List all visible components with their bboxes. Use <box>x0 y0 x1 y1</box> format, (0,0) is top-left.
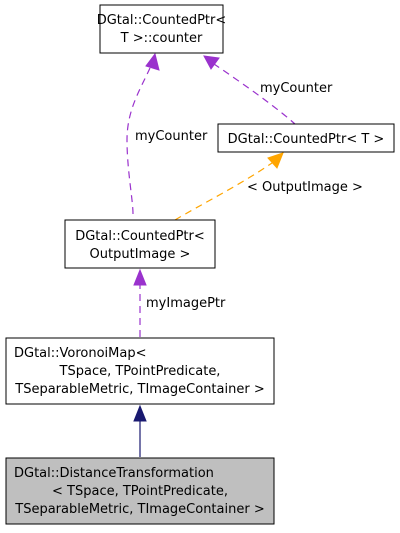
edge-myimageptr <box>133 268 147 337</box>
node-countedptr-outputimage-line-2: OutputImage > <box>90 247 191 262</box>
edge-inheritance-arrowhead <box>133 404 147 422</box>
node-distancetransformation[interactable]: DGtal::DistanceTransformation < TSpace, … <box>5 457 275 525</box>
edge-mycounter-to-counter <box>126 52 160 215</box>
node-countedptr-outputimage[interactable]: DGtal::CountedPtr< OutputImage > <box>64 219 216 269</box>
node-countedptr-outputimage-line-1: DGtal::CountedPtr< <box>75 229 205 244</box>
edge-template-instance <box>174 152 284 221</box>
node-countedptr-t-line-1: DGtal::CountedPtr< T > <box>228 132 385 147</box>
node-countedptr-counter-line-2: T >::counter <box>120 31 203 46</box>
edge-mycounter-t-to-counter <box>203 55 297 126</box>
node-voronoimap-line-3: TSeparableMetric, TImageContainer > <box>14 382 264 397</box>
node-distancetransformation-line-1: DGtal::DistanceTransformation <box>14 466 214 481</box>
edge-mycounter-t-to-counter-arrowhead <box>203 55 220 70</box>
edge-label-mycounter-right: myCounter <box>260 81 333 96</box>
node-voronoimap-line-1: DGtal::VoronoiMap< <box>14 346 147 361</box>
edge-myimageptr-arrowhead <box>133 268 147 286</box>
edge-mycounter-to-counter-arrowhead <box>145 52 160 71</box>
node-distancetransformation-line-2: < TSpace, TPointPredicate, <box>52 484 228 499</box>
edge-label-myimageptr: myImagePtr <box>146 296 226 311</box>
edge-label-template-arg: < OutputImage > <box>247 180 363 195</box>
edge-template-instance-arrowhead <box>267 152 284 169</box>
node-countedptr-t[interactable]: DGtal::CountedPtr< T > <box>217 123 395 153</box>
node-distancetransformation-line-3: TSeparableMetric, TImageContainer > <box>14 502 264 517</box>
edge-inheritance <box>133 404 147 457</box>
edge-label-mycounter-left: myCounter <box>135 129 208 144</box>
node-voronoimap[interactable]: DGtal::VoronoiMap< TSpace, TPointPredica… <box>5 337 275 405</box>
node-countedptr-counter-line-1: DGtal::CountedPtr< <box>97 13 227 28</box>
node-voronoimap-line-2: TSpace, TPointPredicate, <box>59 364 221 379</box>
node-countedptr-counter[interactable]: DGtal::CountedPtr< T >::counter <box>97 4 227 54</box>
